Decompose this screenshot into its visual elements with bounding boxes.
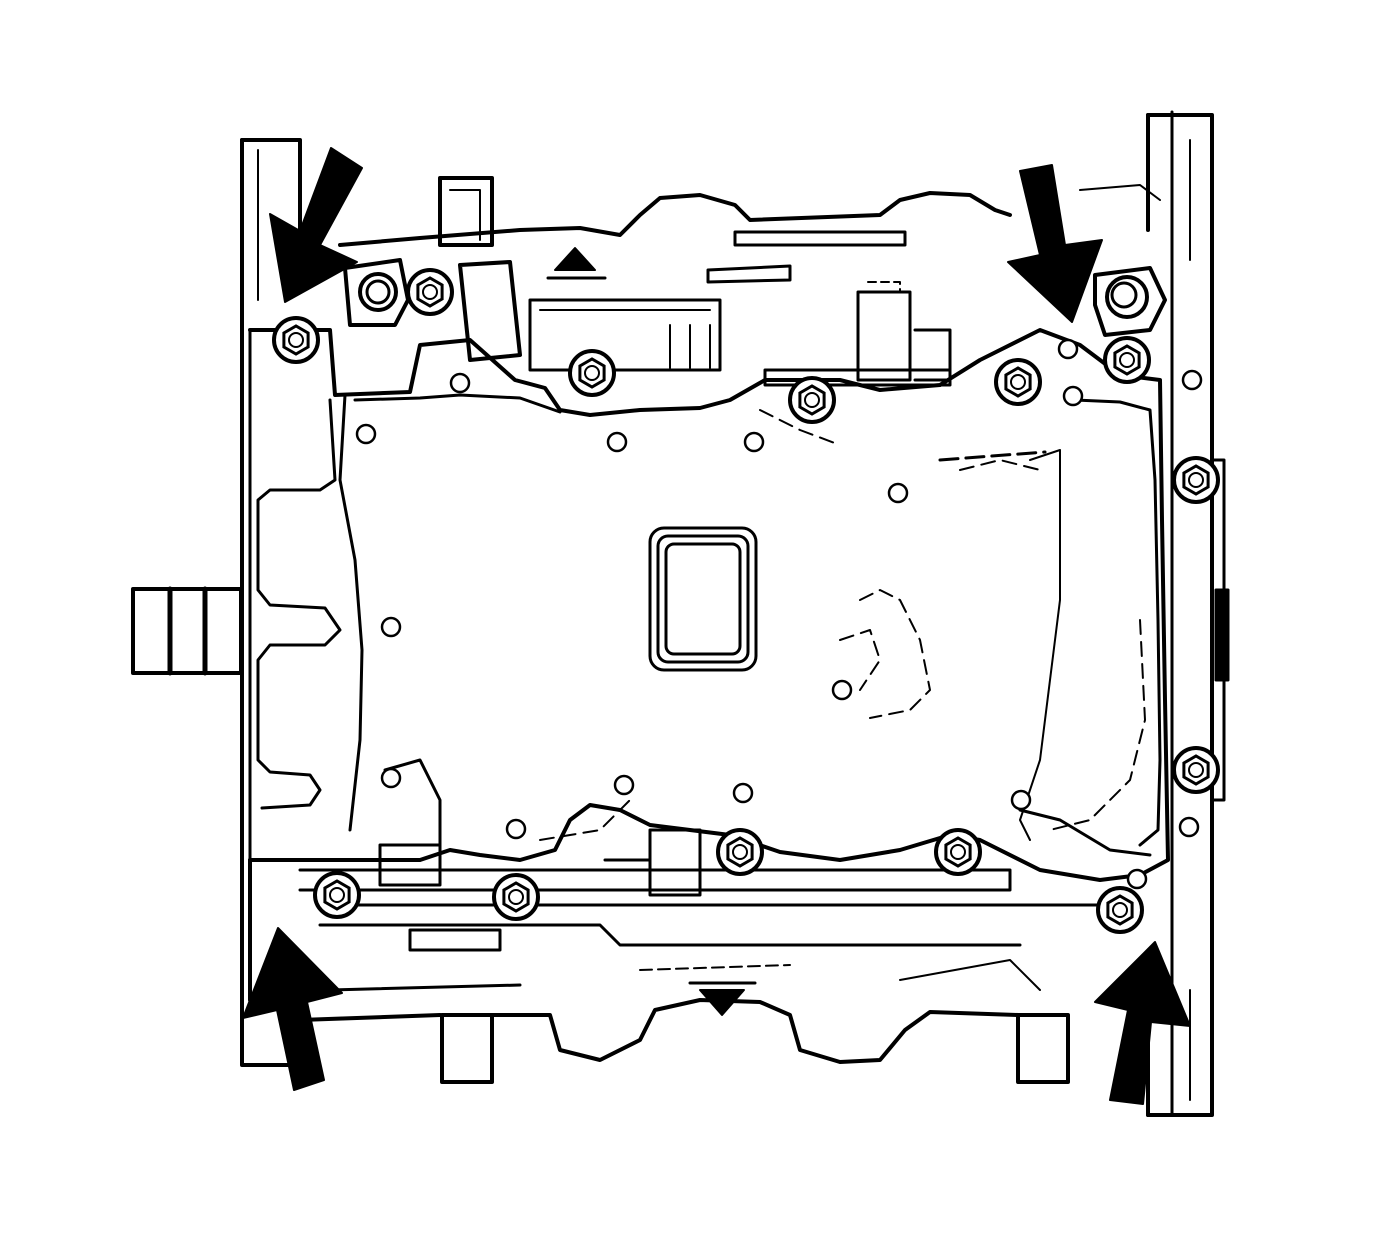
drain-plate	[648, 526, 758, 672]
bolt-group	[272, 268, 1220, 934]
lower-housing	[298, 758, 1142, 1084]
top-left-boss	[343, 258, 410, 327]
arrow-up-right-icon	[242, 927, 343, 1091]
top-right-boss	[1079, 184, 1167, 337]
locating-hole-group	[355, 338, 1203, 890]
arrow-down-right-icon	[269, 147, 363, 303]
bolt-icon	[716, 828, 764, 876]
right-flange	[1210, 458, 1230, 802]
oil-pan-outline	[248, 328, 1170, 1002]
engine-block-frame	[240, 110, 1214, 1117]
locating-hole	[355, 423, 377, 445]
bolt-icon	[1172, 456, 1220, 504]
upper-housing	[338, 176, 1012, 387]
locating-hole	[380, 767, 402, 789]
locating-hole	[505, 818, 527, 840]
locating-hole	[380, 616, 402, 638]
bolt-icon	[568, 349, 616, 397]
locating-hole	[887, 482, 909, 504]
oil-pan-gasket	[256, 393, 1162, 857]
locating-hole	[1126, 868, 1148, 890]
bolt-icon	[1103, 336, 1151, 384]
bolt-icon	[406, 268, 454, 316]
locating-hole	[1010, 789, 1032, 811]
locating-hole	[613, 774, 635, 796]
locating-hole	[1181, 369, 1203, 391]
bolt-icon	[934, 828, 982, 876]
bolt-icon	[788, 376, 836, 424]
bolt-icon	[1096, 886, 1144, 934]
bolt-icon	[313, 871, 361, 919]
bolt-icon	[272, 316, 320, 364]
hidden-lines	[539, 409, 1146, 841]
locating-hole	[449, 372, 471, 394]
locating-hole	[1057, 338, 1079, 360]
locating-hole	[1062, 385, 1084, 407]
left-tab	[131, 586, 243, 676]
locating-hole	[732, 782, 754, 804]
locating-hole	[606, 431, 628, 453]
locating-hole	[831, 679, 853, 701]
callout-arrows	[242, 147, 1191, 1105]
bolt-icon	[994, 358, 1042, 406]
arrow-up-left-icon	[1094, 941, 1191, 1105]
locating-hole	[743, 431, 765, 453]
bolt-icon	[492, 873, 540, 921]
bolt-icon	[1172, 746, 1220, 794]
locating-hole	[1178, 816, 1200, 838]
arrow-down-left-icon	[1007, 164, 1103, 323]
